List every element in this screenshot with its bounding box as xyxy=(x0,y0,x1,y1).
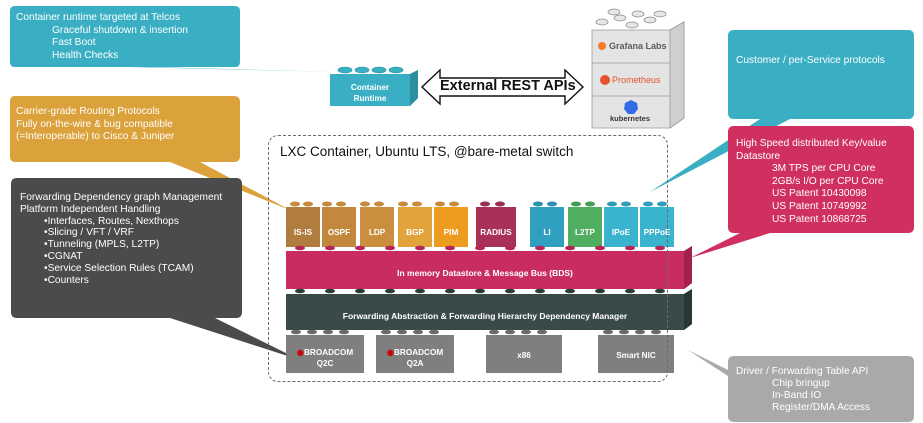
callout-customer-title: Customer / per-Service protocols xyxy=(736,55,885,66)
broadcom-logo-icon: ◉ xyxy=(296,348,305,357)
callout-routing-line: Fully on-the-wire & bug compatible xyxy=(16,118,173,130)
callout-kv-item: US Patent 10749992 xyxy=(772,200,867,212)
callout-customer-bubble xyxy=(650,30,914,192)
hardware-label: Q2C xyxy=(316,359,334,368)
callout-telco: Container runtime targeted at Telcos Gra… xyxy=(16,12,188,62)
callout-forwarding-item: •CGNAT xyxy=(44,250,83,262)
prometheus-logo-text: Prometheus xyxy=(612,75,661,85)
forwarding-layer xyxy=(286,288,692,330)
callout-kv-item: US Patent 10430098 xyxy=(772,188,867,200)
callout-forwarding: Forwarding Dependency graph Management P… xyxy=(20,192,222,286)
callout-driver-title: Driver / Forwarding Table API xyxy=(736,366,869,377)
callout-telco-item: Health Checks xyxy=(52,49,119,61)
hardware-brick-smart-nic: Smart NIC xyxy=(616,351,656,360)
callout-telco-item: Graceful shutdown & insertion xyxy=(52,24,188,36)
callout-kv-item: 2GB/s I/O per CPU Core xyxy=(772,175,884,187)
hardware-brick-q2a: ◉BROADCOM Q2A xyxy=(376,347,454,369)
callout-forwarding-bubble xyxy=(11,178,300,360)
broadcom-logo-icon: ◉ xyxy=(386,348,395,357)
protocol-brick-label: PPPoE xyxy=(643,228,671,237)
callout-forwarding-line: Forwarding Dependency graph Management xyxy=(20,192,223,203)
callout-telco-title: Container runtime targeted at Telcos xyxy=(16,12,181,23)
container-runtime-label-line: Runtime xyxy=(353,94,387,103)
prometheus-icon xyxy=(600,75,610,85)
protocol-brick-label: IPoE xyxy=(611,228,631,237)
protocol-brick-label: BGP xyxy=(406,228,424,237)
callout-driver: Driver / Forwarding Table API Chip bring… xyxy=(736,366,870,414)
container-runtime-label: Container Runtime xyxy=(330,82,410,104)
container-runtime-label-line: Container xyxy=(350,83,390,92)
callout-forwarding-item: •Slicing / VFT / VRF xyxy=(44,227,134,239)
callout-driver-bubble xyxy=(688,350,914,422)
callout-kv-item: US Patent 10868725 xyxy=(772,213,867,225)
callout-routing-line: (=Interoperable) to Cisco & Juniper xyxy=(16,131,175,143)
callout-routing: Carrier-grade Routing Protocols Fully on… xyxy=(16,106,174,144)
callout-forwarding-item: •Service Selection Rules (TCAM) xyxy=(44,262,194,274)
callout-telco-bubble xyxy=(10,6,340,72)
callout-driver-item: Register/DMA Access xyxy=(772,402,870,413)
grafana-logo-text: Grafana Labs xyxy=(609,41,667,51)
protocol-brick-label: RADIUS xyxy=(480,228,512,237)
protocol-brick-label: LI xyxy=(543,228,551,237)
callout-kv: High Speed distributed Key/value Datasto… xyxy=(736,138,887,226)
hardware-brick-x86: x86 xyxy=(517,351,531,360)
monitoring-stack xyxy=(591,8,685,129)
bds-label: In memory Datastore & Message Bus (BDS) xyxy=(397,268,573,278)
hardware-bricks xyxy=(286,329,674,373)
protocol-brick-label: LDP xyxy=(368,228,386,237)
container-runtime-brick xyxy=(330,66,418,106)
callout-routing-line: Carrier-grade Routing Protocols xyxy=(16,106,160,117)
hardware-brick-q2c: ◉BROADCOM Q2C xyxy=(286,347,364,369)
callout-kv-line: Datastore xyxy=(736,150,781,162)
protocol-brick-label: L2TP xyxy=(574,228,596,237)
protocol-brick-label: PIM xyxy=(443,228,459,237)
callout-forwarding-item: •Interfaces, Routes, Nexthops xyxy=(44,215,179,227)
bds-layer xyxy=(286,245,692,289)
callout-kv-line: High Speed distributed Key/value xyxy=(736,138,887,149)
callout-kv-item: 3M TPS per CPU Core xyxy=(772,163,876,175)
protocol-bricks xyxy=(286,201,674,247)
forwarding-layer-label: Forwarding Abstraction & Forwarding Hier… xyxy=(342,311,628,321)
callout-forwarding-item: •Tunneling (MPLS, L2TP) xyxy=(44,239,160,251)
broadcom-brand: ◉BROADCOM xyxy=(386,348,444,357)
kubernetes-logo-text: kubernetes xyxy=(610,114,651,123)
callout-customer: Customer / per-Service protocols xyxy=(736,55,885,68)
lxc-container-title: LXC Container, Ubuntu LTS, @bare-metal s… xyxy=(280,144,574,159)
callout-telco-item: Fast Boot xyxy=(52,37,96,49)
rest-api-arrow xyxy=(420,68,585,106)
rest-api-label: External REST APIs xyxy=(440,78,576,94)
callout-forwarding-item: •Counters xyxy=(44,274,89,286)
hardware-label: Q2A xyxy=(406,359,424,368)
callout-kv-bubble xyxy=(690,126,914,258)
callout-driver-item: Chip bringup xyxy=(772,378,830,389)
lxc-container-frame xyxy=(268,135,668,382)
callout-forwarding-line: Platform Independent Handling xyxy=(20,203,161,215)
protocol-brick-label: OSPF xyxy=(327,228,351,237)
protocol-brick-label: IS-IS xyxy=(293,228,313,237)
kubernetes-icon xyxy=(624,100,638,114)
callout-driver-item: In-Band IO xyxy=(772,390,822,401)
broadcom-brand: ◉BROADCOM xyxy=(296,348,354,357)
grafana-icon xyxy=(598,42,606,50)
